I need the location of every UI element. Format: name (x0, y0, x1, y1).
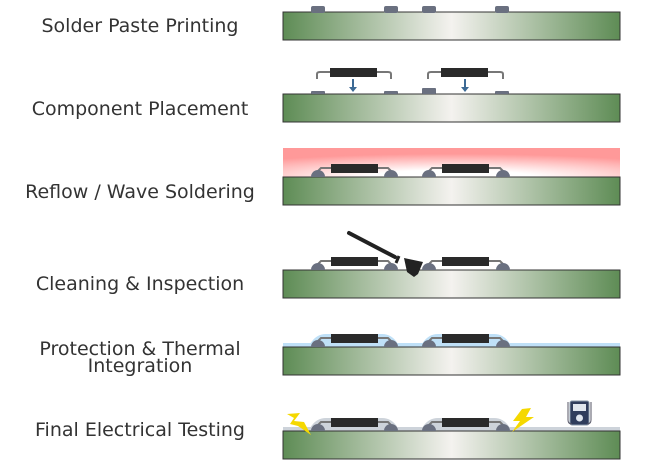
component-body (331, 164, 378, 173)
lightning-icon (512, 408, 534, 432)
component-body (331, 257, 378, 266)
component-body (330, 68, 377, 77)
brush-ferrule (394, 255, 401, 264)
component-body (331, 418, 378, 427)
solder-paste-pad (422, 6, 436, 13)
step-label-protection: Protection & Thermal Integration (39, 338, 241, 377)
component-body (442, 164, 489, 173)
step-label-cleaning: Cleaning & Inspection (35, 273, 245, 295)
solder-joint (311, 340, 325, 347)
solder-paste-pad (311, 91, 325, 94)
component-body (442, 334, 489, 343)
step-label-placement: Component Placement (31, 98, 249, 120)
solder-joint (496, 170, 510, 177)
solder-paste-pad (495, 6, 509, 13)
solder-paste-pad (384, 6, 398, 13)
arrow-head-icon (461, 87, 469, 92)
component-body (442, 257, 489, 266)
solder-joint (496, 424, 510, 431)
solder-joint (311, 424, 325, 431)
pcb-board (282, 176, 621, 206)
step-label-reflow: Reflow / Wave Soldering (25, 181, 255, 203)
solder-joint (422, 340, 436, 347)
pcb-board (282, 93, 621, 123)
solder-joint (422, 263, 436, 270)
component-body (331, 334, 378, 343)
step-label-testing: Final Electrical Testing (35, 419, 245, 441)
solder-joint (496, 340, 510, 347)
solder-paste-pad (495, 91, 509, 94)
arrow-head-icon (349, 87, 357, 92)
brush-head-icon (404, 258, 423, 277)
solder-joint (496, 263, 510, 270)
solder-joint (422, 424, 436, 431)
solder-joint (311, 170, 325, 177)
solder-joint (422, 170, 436, 177)
pcb-board (282, 11, 621, 41)
step-label-solder-paste: Solder Paste Printing (41, 15, 239, 37)
solder-joint (384, 170, 398, 177)
pcb-board (282, 430, 621, 460)
lightning-icon (287, 413, 311, 435)
component-body (442, 418, 489, 427)
multimeter-icon (567, 400, 592, 426)
solder-paste-pad (422, 88, 436, 94)
pcb-board (282, 346, 621, 376)
solder-paste-pad (311, 6, 325, 13)
brush-handle (347, 231, 397, 259)
multimeter-display (573, 404, 586, 411)
solder-joint (384, 263, 398, 270)
pcb-board (282, 269, 621, 299)
test-coating-layer (283, 427, 620, 431)
solder-joint (384, 340, 398, 347)
solder-joint (311, 263, 325, 270)
solder-paste-pad (384, 91, 398, 94)
component-body (441, 68, 488, 77)
multimeter-dial (576, 414, 583, 422)
conformal-coating-layer (283, 343, 620, 347)
solder-joint (384, 424, 398, 431)
multimeter-probes (567, 402, 592, 425)
